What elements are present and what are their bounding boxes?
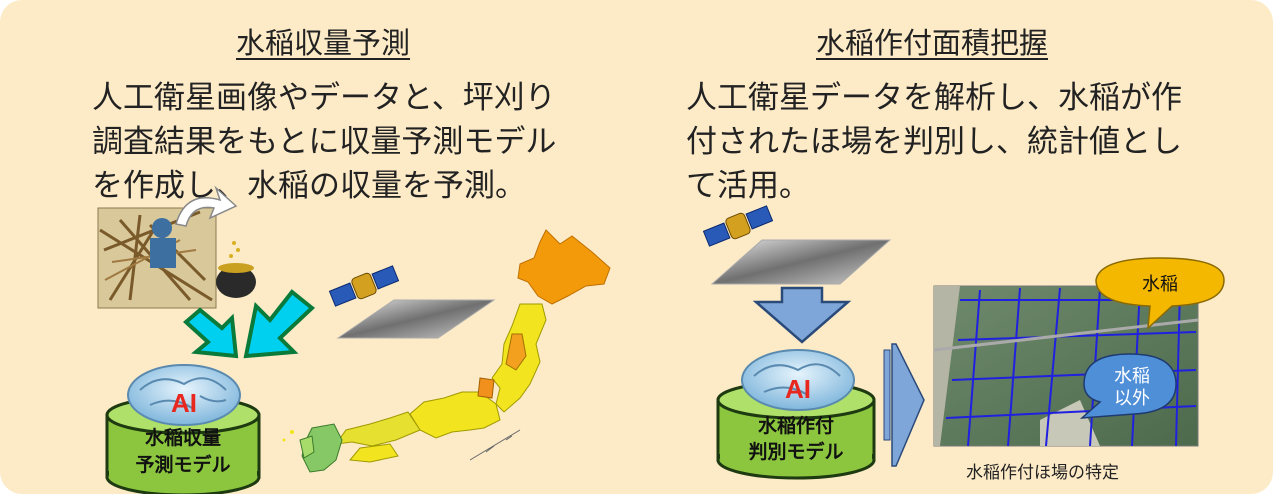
- left-model-line-1: 水稲収量: [145, 427, 221, 449]
- arrow-photo-to-model-icon: [182, 307, 239, 359]
- curved-arrow-icon: [175, 185, 238, 227]
- right-satellite-image-strip: [710, 239, 892, 285]
- down-arrow-icon: [752, 286, 852, 344]
- right-model-line-2: 判別モデル: [748, 440, 843, 463]
- right-desc-line-2: 付されたほ場を判別し、統計値とし: [686, 124, 1182, 160]
- left-description: 人工衛星画像やデータと、坪刈り 調査結果をもとに収量予測モデル を作成し、水稲の…: [92, 76, 556, 208]
- right-description: 人工衛星データを解析し、水稲が作 付されたほ場を判別し、統計値とし て活用。: [686, 76, 1182, 208]
- left-desc-line-3: を作成し、水稲の収量を予測。: [92, 168, 526, 204]
- left-ai-label: AI: [171, 388, 197, 418]
- left-desc-line-2: 調査結果をもとに収量予測モデル: [92, 124, 557, 160]
- right-desc-line-3: て活用。: [686, 168, 810, 204]
- left-model-line-2: 予測モデル: [135, 453, 230, 476]
- right-desc-line-1: 人工衛星データを解析し、水稲が作: [686, 80, 1182, 116]
- field-caption: 水稲作付ほ場の特定: [966, 463, 1119, 483]
- japan-map: [282, 229, 611, 473]
- non-rice-bubble-line-1: 水稲: [1114, 366, 1150, 387]
- satellite-image-strip: [336, 299, 496, 339]
- yield-model-icon: [105, 364, 261, 494]
- harvest-photo: [97, 207, 217, 309]
- left-title: 水稲収量予測: [236, 26, 411, 60]
- right-model-line-1: 水稲作付: [758, 414, 834, 437]
- rice-bubble: [1095, 257, 1225, 330]
- left-desc-line-1: 人工衛星画像やデータと、坪刈り: [92, 80, 556, 116]
- right-ai-label: AI: [785, 374, 811, 404]
- right-satellite-icon: [702, 205, 774, 247]
- non-rice-bubble: [1079, 353, 1177, 419]
- arrow-satellite-to-model-icon: [243, 289, 316, 359]
- satellite-icon: [328, 265, 400, 307]
- right-arrow-icon: [883, 343, 925, 467]
- rice-bubble-label: 水稲: [1142, 274, 1178, 295]
- non-rice-bubble-line-2: 以外: [1114, 388, 1150, 409]
- planting-model-icon: [716, 349, 876, 480]
- right-title: 水稲作付面積把握: [816, 26, 1049, 60]
- rice-pot-icon: [216, 241, 256, 298]
